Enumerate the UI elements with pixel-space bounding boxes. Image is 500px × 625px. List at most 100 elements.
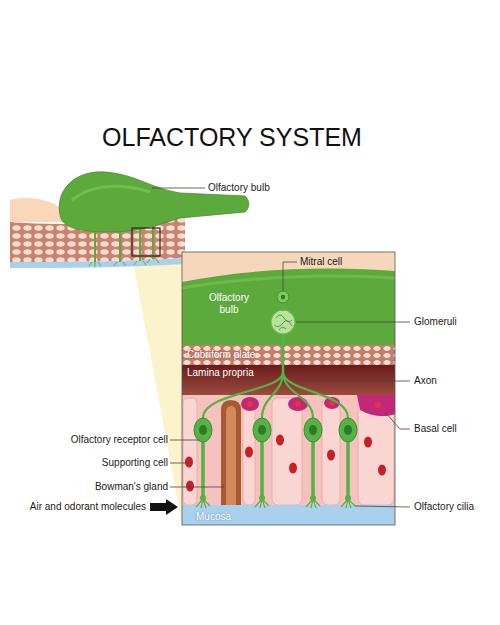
mitral-cell xyxy=(277,291,289,303)
axon xyxy=(283,372,348,418)
cell-nucleus xyxy=(327,450,335,461)
receptor-cell xyxy=(339,418,357,508)
diagram-title: OLFACTORY SYSTEM xyxy=(0,122,464,152)
receptor-cell xyxy=(194,418,212,508)
dendritic-knob xyxy=(200,495,206,501)
tissue-layer: Olfactory bulb xyxy=(182,252,395,345)
tissue-layer: Cribriform plate xyxy=(182,345,395,365)
mitral-dendrite xyxy=(282,303,284,311)
part-label: Bowman's gland xyxy=(38,481,168,493)
leader-line xyxy=(385,412,410,429)
cell-nucleus xyxy=(186,481,194,492)
leader-line xyxy=(296,322,410,323)
cell-nucleus xyxy=(276,435,284,446)
glomerulus xyxy=(271,310,295,334)
cell-nucleus xyxy=(295,401,301,407)
part-label: Air and odorant molecules xyxy=(16,501,146,513)
cell-nucleus xyxy=(378,465,386,476)
bulb-highlight xyxy=(182,276,395,288)
layer-label: Olfactory bulb xyxy=(200,292,258,316)
receptor-dendrite xyxy=(311,442,315,497)
axon xyxy=(262,372,283,418)
bowmans-gland xyxy=(221,400,241,505)
supporting-cell xyxy=(243,398,255,505)
dendritic-knob xyxy=(345,495,351,501)
olfactory-bulb-shape xyxy=(59,172,249,232)
epithelium xyxy=(182,395,395,505)
leader-line xyxy=(170,487,224,488)
receptor-cell xyxy=(253,418,271,508)
airflow-arrow xyxy=(150,499,178,515)
mitral-nucleus xyxy=(281,295,285,299)
leader-line xyxy=(297,381,410,382)
receptor-nucleus xyxy=(199,425,207,435)
bulb-tissue xyxy=(182,269,395,345)
supporting-cell xyxy=(322,398,340,505)
basal-cell xyxy=(357,395,395,416)
part-label: Axon xyxy=(414,375,494,387)
receptor-body xyxy=(253,418,271,442)
zoom-projection xyxy=(132,228,182,525)
zoom-frame xyxy=(182,252,395,525)
receptor-body xyxy=(194,418,212,442)
layer-label: Lamina propria xyxy=(187,367,337,379)
receptor-nucleus xyxy=(309,425,317,435)
receptor-nucleus xyxy=(344,425,352,435)
cilia xyxy=(255,499,269,508)
cilia-tufts xyxy=(89,259,159,267)
layer-label: Mucosa xyxy=(196,511,316,523)
receptor-nucleus xyxy=(258,425,266,435)
tissue-layer: Lamina propria xyxy=(182,365,395,395)
dendritic-knob xyxy=(259,495,265,501)
supporting-cell xyxy=(272,398,302,505)
cilia xyxy=(341,499,355,508)
part-label: Mitral cell xyxy=(300,256,370,268)
leader-line xyxy=(283,262,297,291)
cell-nucleus xyxy=(330,401,335,406)
cell-nucleus xyxy=(185,457,193,468)
basal-cell xyxy=(241,397,259,411)
gland-duct xyxy=(226,406,236,505)
leader-lines xyxy=(152,188,410,507)
receptor-dendrite xyxy=(346,442,350,497)
cell-nucleus xyxy=(375,402,381,408)
part-label: Olfactory receptor cell xyxy=(38,434,168,446)
cilia xyxy=(306,499,320,508)
basal-cell xyxy=(324,397,340,409)
cell-nucleus xyxy=(364,437,372,448)
zoom-marker xyxy=(132,228,160,256)
axon-bundle xyxy=(282,334,285,372)
bulb-highlight xyxy=(72,186,150,200)
leader-line xyxy=(152,188,205,189)
receptor-dendrite xyxy=(201,442,205,497)
nasal-mucosa xyxy=(10,258,185,268)
cilia xyxy=(196,499,210,508)
part-label: Basal cell xyxy=(414,423,494,435)
tissue-layer: Mucosa xyxy=(182,505,395,525)
cell-nucleus xyxy=(247,401,253,407)
leader-line xyxy=(355,506,410,507)
cell-nucleus xyxy=(245,447,253,458)
receptor-cell xyxy=(304,418,322,508)
part-label: Olfactory cilia xyxy=(414,501,494,513)
part-label: Glomeruli xyxy=(414,316,494,328)
basal-cell xyxy=(288,397,308,411)
supporting-cell xyxy=(183,398,197,505)
part-label: Olfactory bulb xyxy=(208,182,288,194)
layer-label: Cribriform plate xyxy=(187,349,337,361)
leader-line xyxy=(170,463,189,464)
cell-nucleus xyxy=(289,463,297,474)
receptor-body xyxy=(339,418,357,442)
leader-line xyxy=(170,440,199,441)
synapse-tangle xyxy=(274,315,292,330)
axon xyxy=(203,372,283,418)
part-label: Supporting cell xyxy=(38,457,168,469)
brain-tissue xyxy=(10,198,64,222)
dendritic-knob xyxy=(310,495,316,501)
receptor-body xyxy=(304,418,322,442)
receptor-dendrite xyxy=(260,442,264,497)
axon xyxy=(283,372,313,418)
